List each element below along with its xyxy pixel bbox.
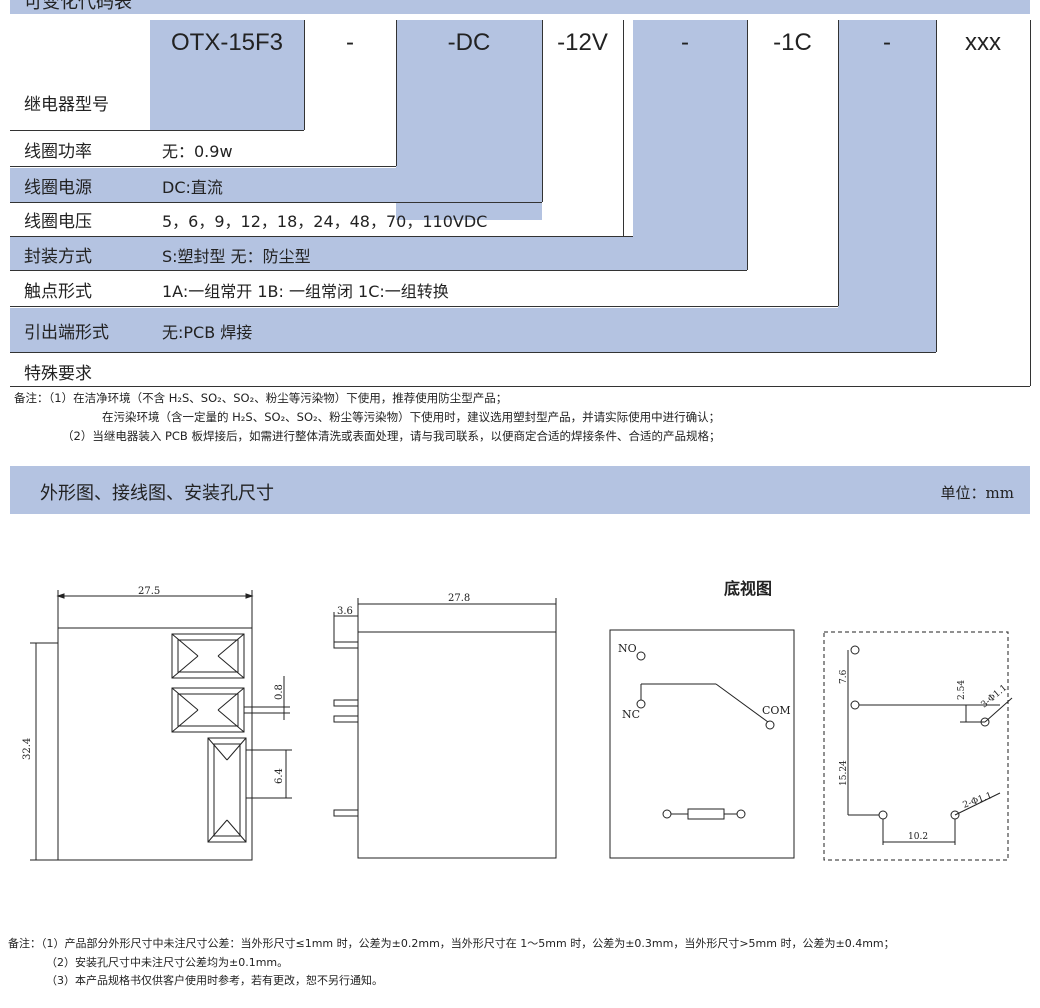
label-package: 封装方式 <box>24 247 92 267</box>
mounting-holes <box>823 631 1009 861</box>
pin-nc: NC <box>622 708 640 721</box>
section2-title: 外形图、接线图、安装孔尺寸 <box>40 483 274 504</box>
dim-hole2: 2-Φ1.1 <box>962 791 994 811</box>
section2-unit: 单位：mm <box>940 484 1014 502</box>
value-terminal: 无:PCB 焊接 <box>162 323 253 342</box>
note1-line2: 在污染环境（含一定量的 H₂S、SO₂、SO₂、粉尘等污染物）下使用时，建议选用… <box>102 410 721 424</box>
technical-drawing: 27.5 32.4 0.8 6.4 3.6 27.8 底视图 NO NC COM… <box>22 579 1013 861</box>
block-terminal <box>838 20 936 352</box>
wiring-diagram <box>609 629 795 859</box>
label-special: 特殊要求 <box>24 364 92 384</box>
header-title: 可变化代码表 <box>24 0 132 13</box>
value-package: S:塑封型 无：防尘型 <box>162 247 311 266</box>
dim-h2: 2.54 <box>957 680 967 700</box>
note2-line1: 备注：（1）产品部分外形尺寸中未注尺寸公差：当外形尺寸≤1mm 时，公差为±0.… <box>8 937 895 950</box>
dim-pin-gap: 0.8 <box>274 684 285 700</box>
note2-line3: （3）本产品规格书仅供客户使用时参考，若有更改，恕不另行通知。 <box>46 974 383 987</box>
code-12v: -12V <box>557 29 608 56</box>
row-bg-supply <box>10 168 542 202</box>
header-band: 可变化代码表 <box>10 0 1030 14</box>
dim-width-a: 27.5 <box>138 586 160 597</box>
label-terminal: 引出端形式 <box>24 323 109 343</box>
code-sep-1: - <box>346 29 354 56</box>
code-1c: -1C <box>773 29 812 56</box>
note2-line2: （2）安装孔尺寸中未注尺寸公差均为±0.1mm。 <box>46 956 289 969</box>
value-coil-supply: DC:直流 <box>162 178 223 197</box>
pin-no: NO <box>618 642 637 655</box>
value-coil-power: 无：0.9w <box>162 142 233 161</box>
note1-line3: （2）当继电器装入 PCB 板焊接后，如需进行整体清洗或表面处理，请与我司联系，… <box>62 429 721 443</box>
dim-h3: 15.24 <box>839 760 849 786</box>
dim-h4: 10.2 <box>908 832 928 842</box>
label-model: 继电器型号 <box>24 95 109 115</box>
row-bg-terminal <box>10 308 936 352</box>
block-model <box>150 20 304 130</box>
dim-side-t: 3.6 <box>337 606 353 617</box>
code-sep-2: - <box>681 29 689 56</box>
dim-h1: 7.6 <box>839 669 849 684</box>
value-contact: 1A:一组常开 1B: 一组常闭 1C:一组转换 <box>162 282 449 301</box>
pin-com: COM <box>762 704 791 717</box>
dim-hole1: 3-Φ1.1 <box>980 683 1010 710</box>
dim-pin-len: 6.4 <box>274 768 285 784</box>
front-view-body <box>57 627 253 861</box>
label-coil-voltage: 线圈电压 <box>24 212 92 232</box>
row-bg-package <box>10 236 747 270</box>
block-package <box>633 20 747 254</box>
label-coil-power: 线圈功率 <box>24 142 92 162</box>
note1-line1: 备注：（1）在洁净环境（不含 H₂S、SO₂、SO₂、粉尘等污染物）下使用，推荐… <box>14 391 508 405</box>
dim-side-w: 27.8 <box>448 593 470 604</box>
label-coil-supply: 线圈电源 <box>24 178 92 198</box>
dim-height-a: 32.4 <box>22 738 33 760</box>
code-dc: -DC <box>447 29 491 56</box>
bottom-view-title: 底视图 <box>724 579 772 598</box>
label-contact: 触点形式 <box>24 282 92 302</box>
code-xxx: xxx <box>965 29 1001 56</box>
value-coil-voltage: 5，6，9，12，18，24，48，70，110VDC <box>162 212 488 231</box>
code-sep-3: - <box>883 29 891 56</box>
code-model: OTX-15F3 <box>170 29 284 56</box>
side-view-body <box>357 631 557 859</box>
section2-band: 外形图、接线图、安装孔尺寸 单位：mm <box>10 466 1030 514</box>
